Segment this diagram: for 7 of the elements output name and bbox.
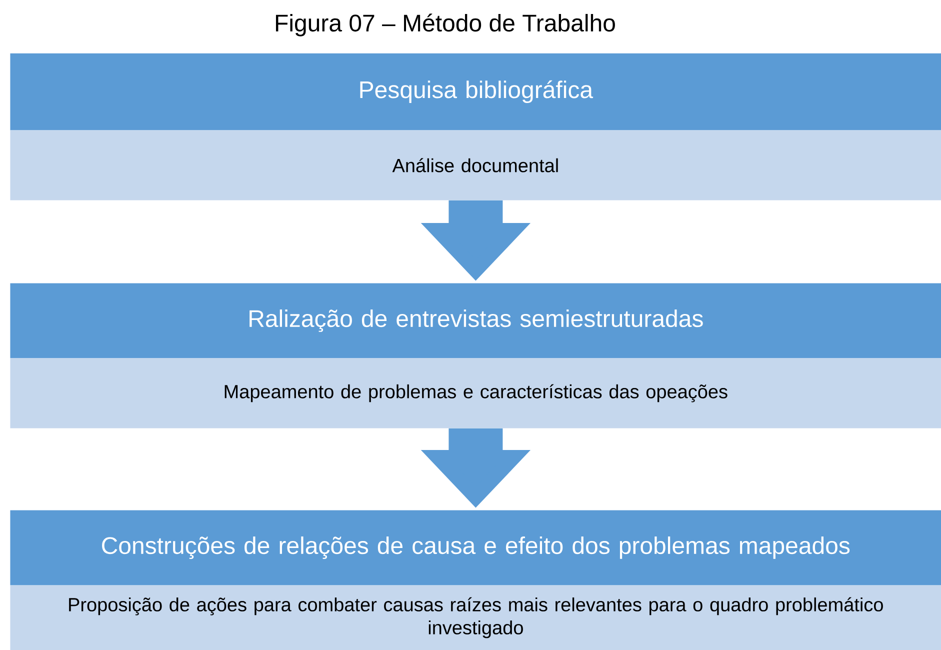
stage-detail-box: Mapeamento de problemas e características das opeações bbox=[10, 358, 941, 428]
stage-header-box: Construções de relações de causa e efeito dos problemas mapeados bbox=[10, 510, 941, 586]
figure-title: Figura 07 – Método de Trabalho bbox=[276, 14, 615, 36]
stage-detail-box: Proposição de ações para combater causas raízes mais relevantes para o quadro problemático investigado bbox=[10, 585, 941, 650]
stage-header-box: Pesquisa bibliográfica bbox=[10, 53, 941, 130]
stage-detail-box: Análise documental bbox=[10, 130, 941, 200]
stage-header-box: Ralização de entrevistas semiestruturadas bbox=[10, 283, 941, 358]
